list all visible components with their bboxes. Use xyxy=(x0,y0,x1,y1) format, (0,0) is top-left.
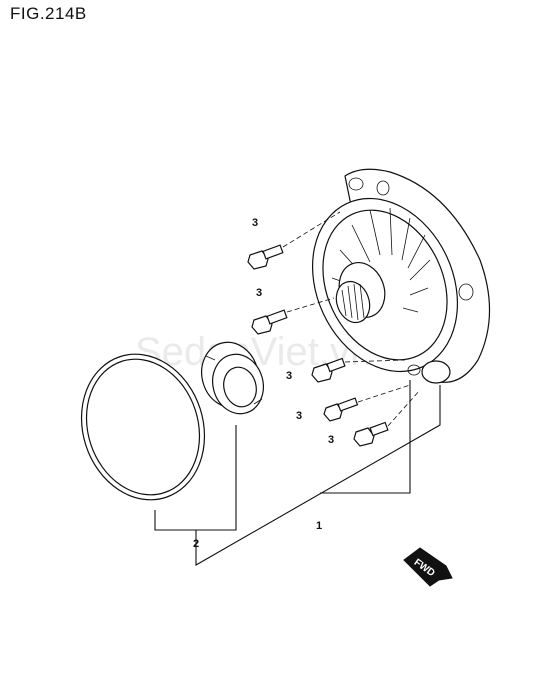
o-ring xyxy=(80,353,206,501)
bolt-1 xyxy=(247,244,284,270)
callout-2: 2 xyxy=(193,538,199,550)
callout-3-upper: 3 xyxy=(256,287,262,299)
callout-3-bottom: 3 xyxy=(328,434,334,446)
callout-3-lower: 3 xyxy=(296,410,302,422)
alignment-lines xyxy=(282,211,421,427)
callout-3-top: 3 xyxy=(252,217,258,229)
callout-3-middle: 3 xyxy=(286,370,292,382)
bolt-5 xyxy=(353,421,389,447)
callout-1: 1 xyxy=(316,520,322,532)
figure-title: FIG.214B xyxy=(10,4,87,23)
bolt-4 xyxy=(323,397,359,422)
bolt-3 xyxy=(311,357,346,383)
oil-pump-housing xyxy=(311,168,491,384)
bolt-2 xyxy=(251,309,288,335)
fwd-direction-badge: FWD xyxy=(403,547,453,587)
leader-lines xyxy=(154,380,441,566)
oil-seal xyxy=(201,341,264,415)
